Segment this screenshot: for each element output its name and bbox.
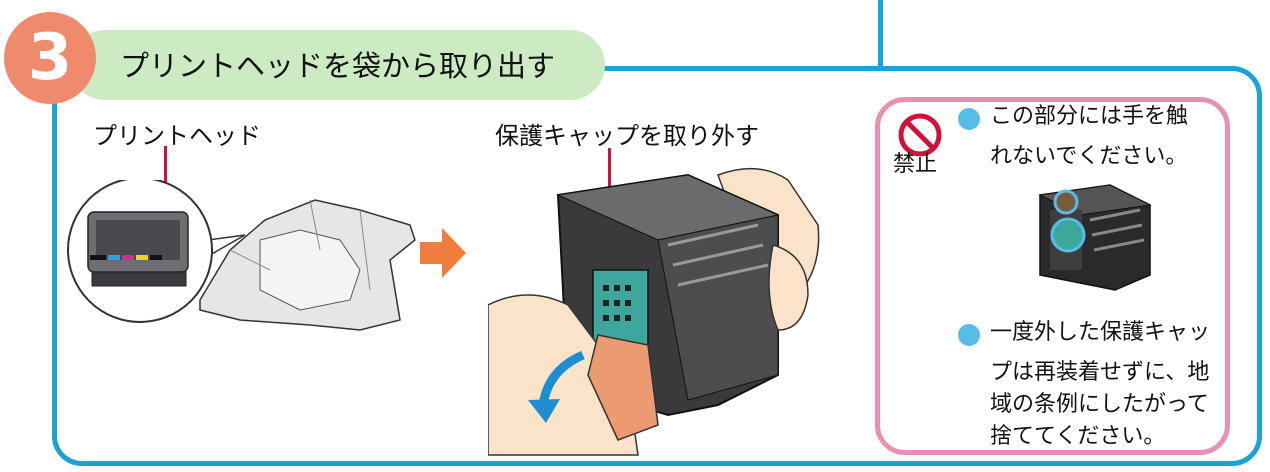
caution-note2-line4: 捨ててください。 [990,424,1166,449]
print-head-pointer [164,146,167,188]
print-head-label: プリントヘッド [93,122,261,150]
caution-note2-line1: 一度外した保護キャッ [990,320,1211,345]
prohibited-icon [898,113,942,157]
connector-line [878,0,883,70]
prohibit-label: 禁止 [893,152,938,177]
bullet-icon [958,108,980,130]
remove-cap-illustration [488,167,820,456]
print-head-bag-illustration [67,180,416,331]
bullet-icon [958,324,980,346]
next-arrow-icon [420,228,466,278]
caution-note2-line3: 域の条例にしたがって [990,392,1209,417]
print-head-small-illustration [1038,184,1152,291]
step-banner [70,30,605,100]
caution-note1-line1: この部分には手を触 [990,104,1189,129]
step-title: プリントヘッドを袋から取り出す [120,49,556,83]
caution-note2-line2: プは再装着せずに、地 [990,360,1210,385]
step-frame [52,66,1262,466]
remove-cap-label: 保護キャップを取り外す [495,122,759,150]
step-number: 3 [4,12,96,104]
caution-note1-line2: れないでください。 [990,144,1188,169]
